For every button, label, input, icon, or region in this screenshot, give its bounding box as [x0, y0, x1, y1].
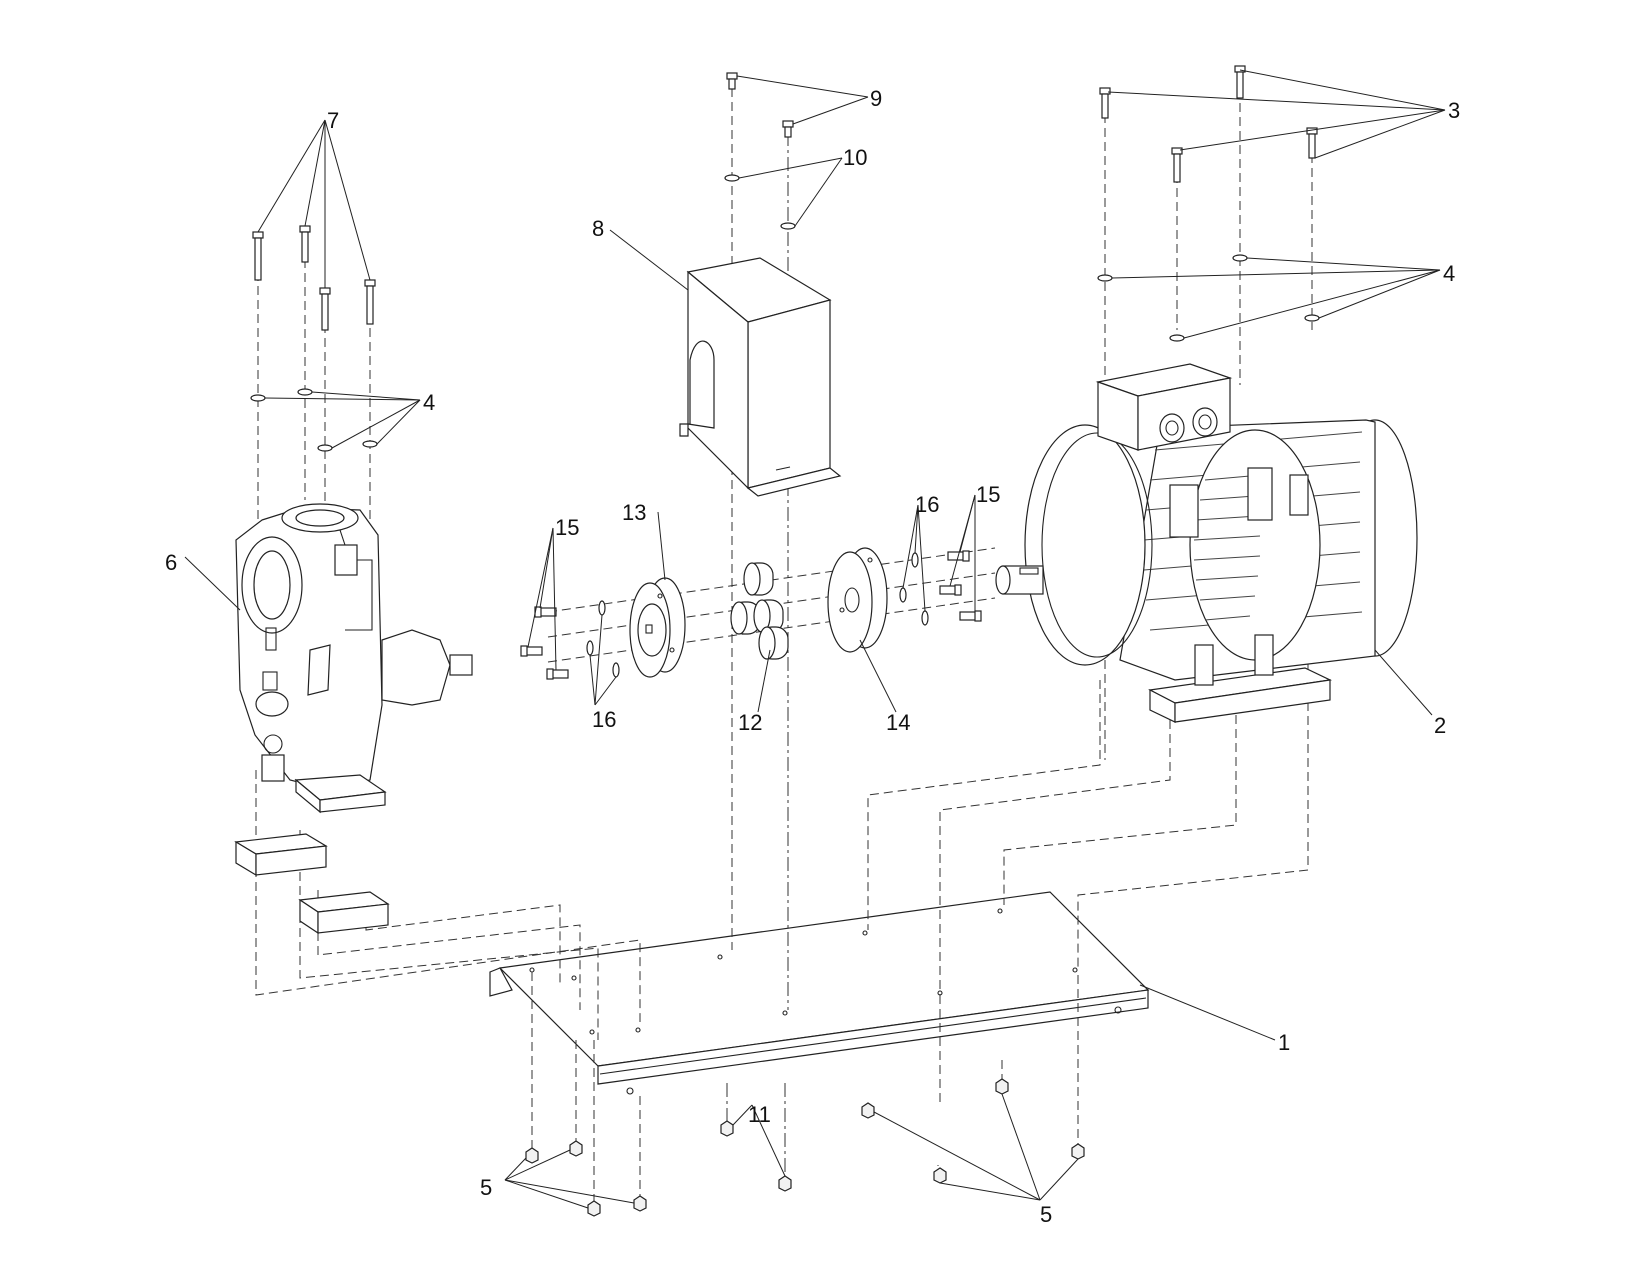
coupling-guard [679, 257, 842, 497]
callout-13: 13 [622, 500, 646, 525]
callout-16-right: 16 [915, 492, 939, 517]
callout-4-motor: 4 [1443, 261, 1455, 286]
callout-14: 14 [886, 710, 910, 735]
callout-15-left: 15 [555, 515, 579, 540]
callout-labels: 1 2 3 4 4 5 5 6 7 8 9 10 11 12 13 14 15 … [165, 86, 1460, 1227]
coupling-elements-12 [730, 562, 789, 660]
callout-4-pump: 4 [423, 390, 435, 415]
callout-8: 8 [592, 216, 604, 241]
callout-3: 3 [1448, 98, 1460, 123]
callout-11: 11 [748, 1102, 771, 1127]
callout-16-left: 16 [592, 707, 616, 732]
callout-9: 9 [870, 86, 882, 111]
nuts [525, 1078, 1085, 1217]
guard-fasteners [724, 72, 796, 230]
callout-1: 1 [1278, 1030, 1290, 1055]
callout-6: 6 [165, 550, 177, 575]
motor-washers [1097, 254, 1320, 342]
callout-15-right: 15 [976, 482, 1000, 507]
callout-5-right: 5 [1040, 1202, 1052, 1227]
pump-spacer-blocks [234, 833, 390, 935]
motor-bolts [1099, 65, 1318, 183]
coupling-hub-14 [827, 547, 888, 653]
callout-10: 10 [843, 145, 867, 170]
coupling-hub-13 [629, 577, 686, 678]
base-plate [489, 891, 1150, 1095]
callout-2: 2 [1434, 713, 1446, 738]
pump-bolts [252, 225, 376, 331]
callout-12: 12 [738, 710, 762, 735]
callout-5-left: 5 [480, 1175, 492, 1200]
pump [235, 503, 473, 814]
electric-motor [995, 363, 1418, 723]
callout-7: 7 [327, 108, 339, 133]
coupling-bolts-15 [520, 550, 982, 680]
pump-washers [250, 388, 378, 452]
leader-lines [184, 69, 1446, 1209]
